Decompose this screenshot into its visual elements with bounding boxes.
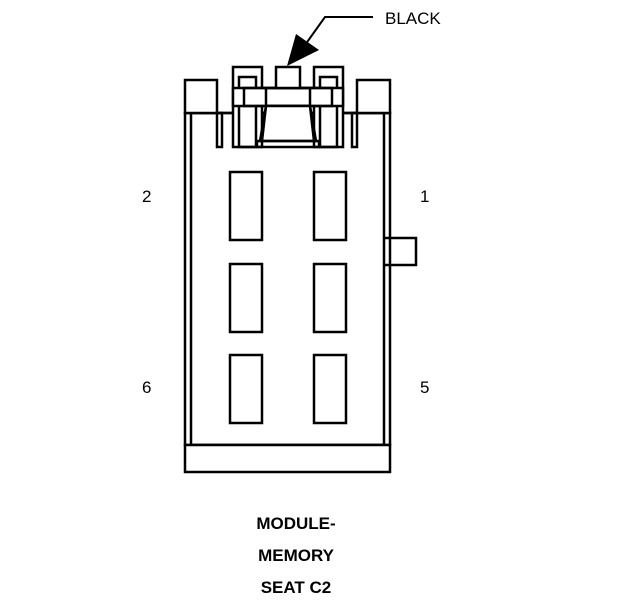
cavity-3 — [312, 262, 348, 334]
title-line-3: SEAT C2 — [261, 578, 332, 597]
lock-tab — [231, 65, 345, 149]
cavity-1 — [312, 170, 348, 242]
cavity-4 — [228, 262, 264, 334]
pin-label-6: 6 — [142, 378, 151, 397]
pin-label-1: 1 — [420, 187, 429, 206]
connector-title: MODULE- MEMORY SEAT C2 — [256, 514, 335, 597]
top-left-shoulder — [183, 78, 224, 149]
cavity-5 — [312, 353, 348, 425]
callout-label: BLACK — [385, 9, 441, 28]
title-line-1: MODULE- — [256, 514, 335, 533]
pin-label-5: 5 — [420, 378, 429, 397]
cavity-6 — [228, 353, 264, 425]
callout-arrow — [287, 16, 373, 66]
connector-body — [183, 111, 418, 447]
title-line-2: MEMORY — [258, 546, 335, 565]
top-right-shoulder — [350, 78, 392, 149]
pin-label-2: 2 — [142, 187, 151, 206]
cavity-2 — [228, 170, 264, 242]
connector-base — [183, 443, 392, 474]
